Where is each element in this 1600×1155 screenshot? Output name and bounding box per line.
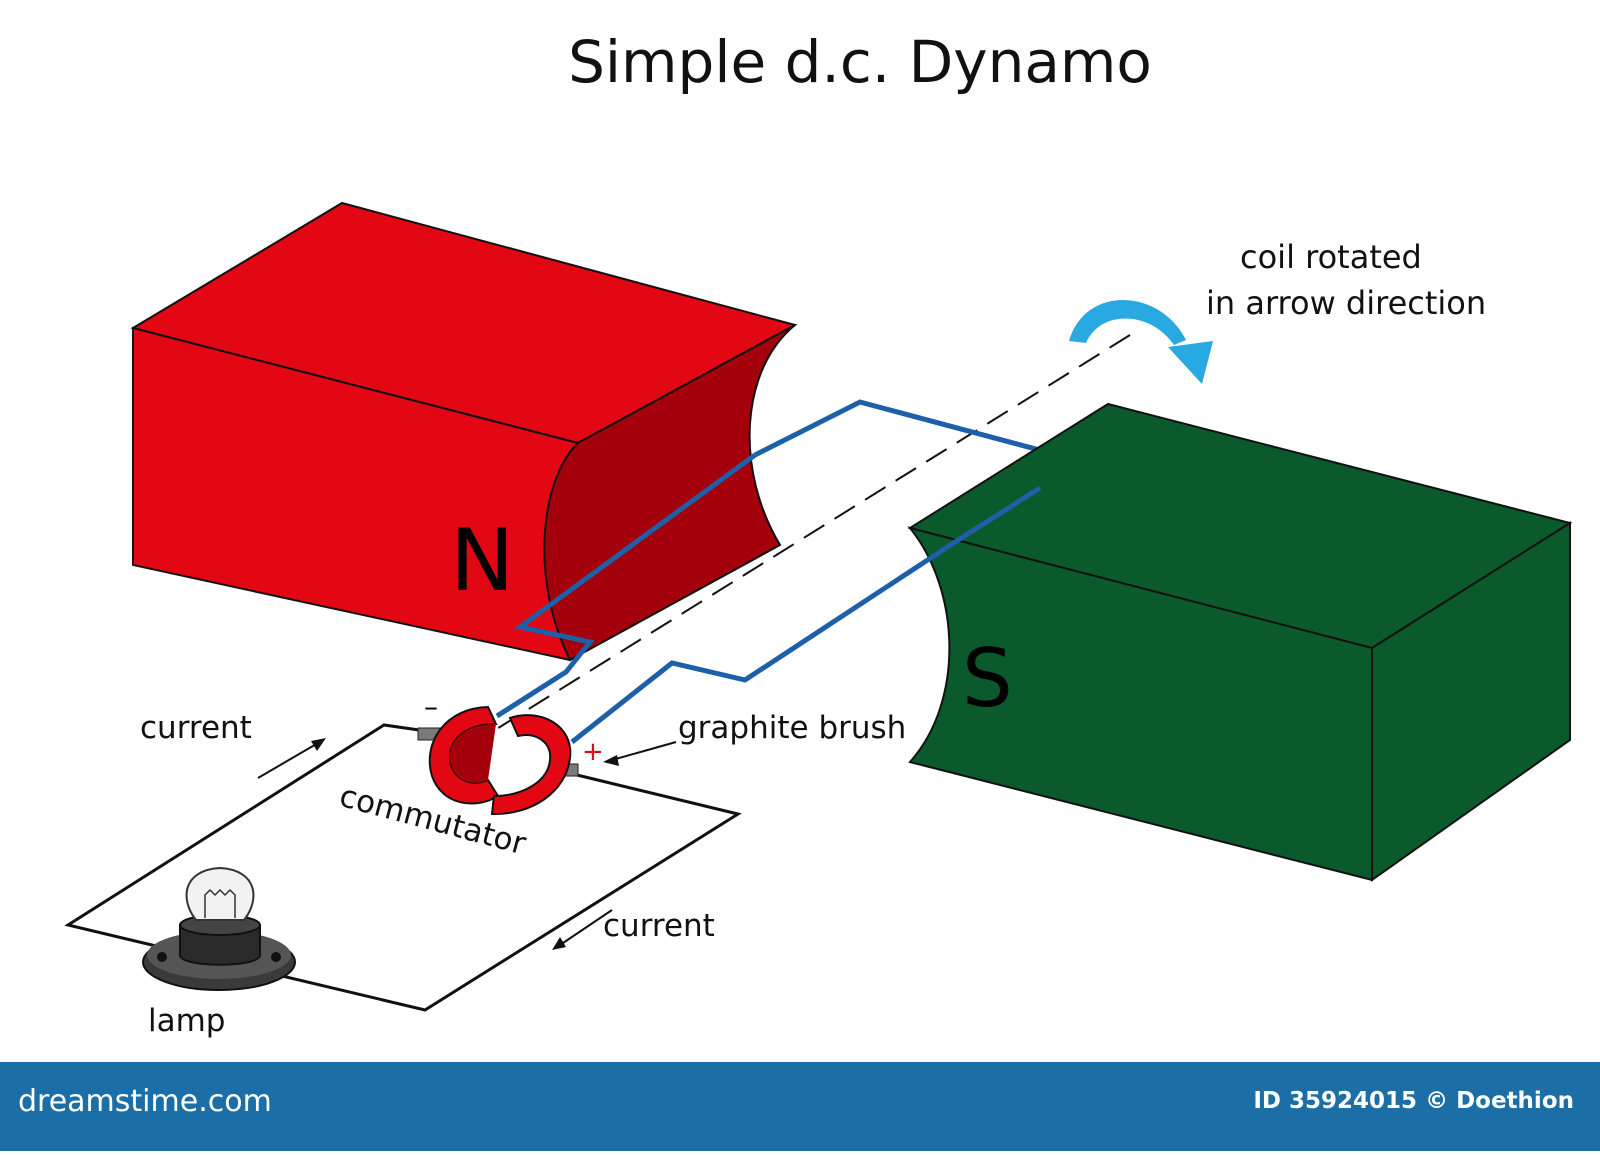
current-arrow-top	[257, 738, 326, 779]
footer-bar: dreamstime.com ID 35924015 © Doethion	[0, 1062, 1600, 1151]
coil-axis	[494, 334, 1131, 731]
minus-sign: –	[424, 690, 438, 723]
coil-left-lead	[495, 452, 757, 719]
lamp-filament	[204, 888, 236, 918]
brush-pointer-arrow	[603, 741, 677, 766]
lamp-label: lamp	[148, 1003, 226, 1039]
south-magnet: S	[907, 402, 1573, 882]
plus-sign: +	[582, 737, 604, 767]
current-label-bottom: current	[603, 908, 715, 944]
current-label-top: current	[140, 710, 252, 746]
commutator-half-right	[490, 714, 572, 816]
rotation-label-line2: in arrow direction	[1206, 284, 1487, 322]
rotation-arrow-head	[1168, 341, 1213, 384]
north-pole-label: N	[450, 511, 514, 611]
south-pole-label: S	[962, 632, 1013, 725]
rotation-arrow-body	[1069, 299, 1186, 345]
north-magnet: N	[130, 201, 798, 662]
graphite-brush-label: graphite brush	[678, 710, 907, 746]
rotation-arrow	[1069, 299, 1213, 384]
commutator	[428, 705, 572, 816]
lamp-holder	[179, 924, 261, 966]
page-title: Simple d.c. Dynamo	[568, 28, 1152, 96]
coil-front	[570, 485, 1042, 744]
lamp	[142, 866, 296, 991]
north-magnet-pole-face	[543, 324, 796, 662]
current-arrow-bottom	[552, 909, 613, 950]
lamp-bulb	[185, 866, 255, 921]
rotation-label-line1: coil rotated	[1240, 238, 1422, 276]
footer-site-logo[interactable]: dreamstime.com	[18, 1084, 272, 1119]
footer-image-id: ID 35924015 © Doethion	[1253, 1088, 1574, 1114]
commutator-inner-shade	[449, 724, 496, 783]
